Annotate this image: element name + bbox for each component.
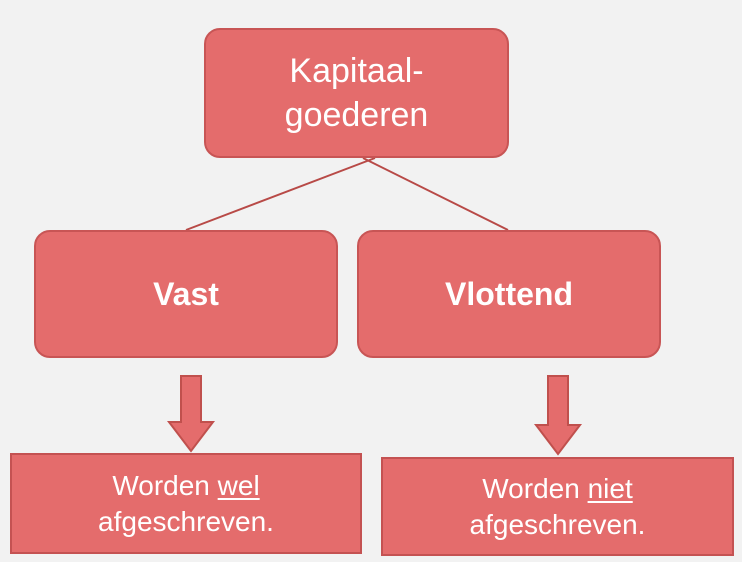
root-label-line1: Kapitaal- xyxy=(289,52,424,90)
node-vlottend-label: Vlottend xyxy=(445,275,573,312)
connector-root-left xyxy=(185,157,376,231)
result-vlottend-prefix: Worden xyxy=(482,472,588,504)
result-vast: Worden wel afgeschreven. xyxy=(10,453,362,554)
result-vlottend-emphasis: niet xyxy=(587,472,633,504)
result-vast-prefix: Worden xyxy=(112,469,218,501)
root-label-line2: goederen xyxy=(284,96,429,134)
result-vast-line2: afgeschreven. xyxy=(98,505,274,537)
arrow-right-down xyxy=(533,375,583,456)
connector-root-right xyxy=(362,157,509,231)
arrow-left-down xyxy=(166,375,216,453)
root-node: Kapitaal- goederen xyxy=(204,28,509,158)
result-vlottend: Worden niet afgeschreven. xyxy=(381,457,734,556)
result-vlottend-line1: Worden niet xyxy=(482,471,632,507)
result-vlottend-line2: afgeschreven. xyxy=(469,508,646,540)
node-vast: Vast xyxy=(34,230,338,358)
result-vast-line1: Worden wel xyxy=(112,468,259,504)
result-vast-emphasis: wel xyxy=(217,469,260,501)
node-vast-label: Vast xyxy=(153,275,219,312)
node-vlottend: Vlottend xyxy=(357,230,661,358)
